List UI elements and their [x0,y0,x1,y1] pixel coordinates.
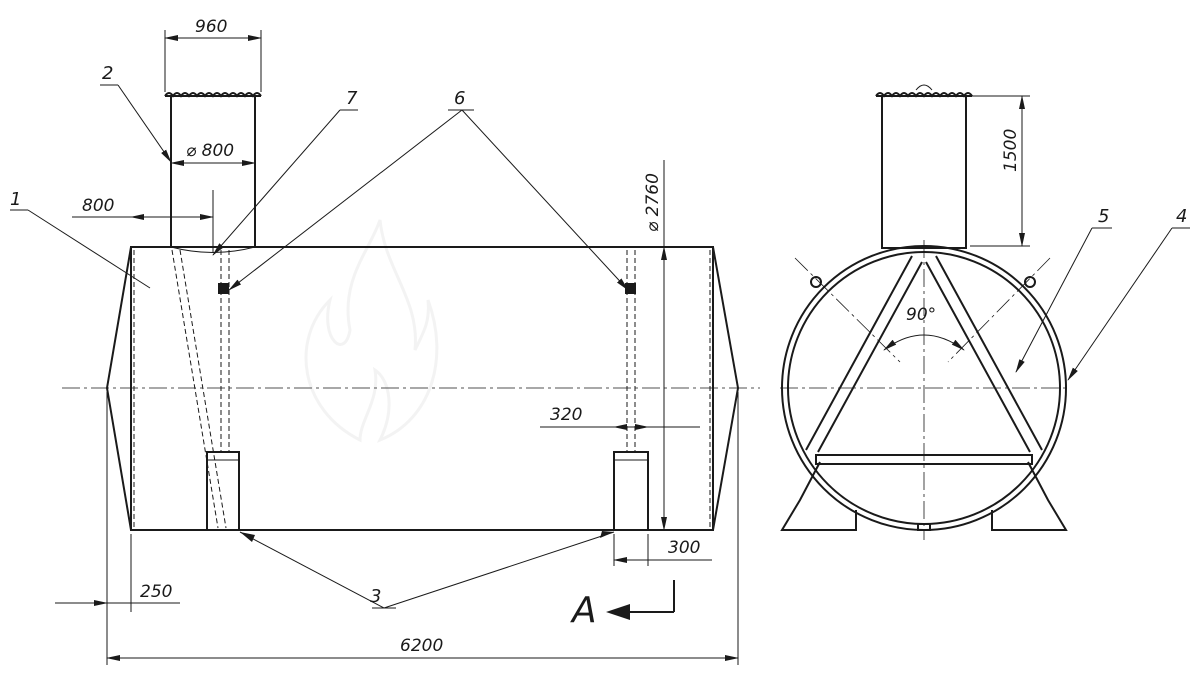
support-right [613,451,649,531]
dim-tank-diameter: ⌀ 2760 [643,173,663,232]
callout-7: 7 [346,88,358,109]
lifting-lug-left [218,283,229,294]
view-arrow-icon [606,580,675,620]
dim-hatch-height: 1500 [1001,129,1021,172]
dim-cone-length: 250 [140,582,172,602]
end-manhole-neck [881,95,967,249]
dim-support-offset: 300 [668,538,700,558]
right-cone-head [712,246,740,531]
flame-watermark-icon [304,219,439,443]
callout-1: 1 [10,189,21,210]
tank-side-view [62,92,760,531]
callout-3: 3 [370,586,381,607]
support-left [206,451,240,531]
left-cone-head [105,246,132,531]
end-view-dimensions: 1500 [970,95,1030,247]
end-lug-right [1024,276,1036,288]
end-support-right [991,461,1068,531]
tank-end-view: 90° [780,84,1070,540]
end-lug-left [810,276,822,288]
dim-hatch-diameter: ⌀ 800 [186,141,234,161]
callout-4: 4 [1176,206,1187,227]
callout-6: 6 [454,88,465,109]
lifting-lug-right [625,283,636,294]
end-struts [805,255,1043,465]
dim-hatch-width: 960 [195,17,227,37]
callout-5: 5 [1098,206,1109,227]
callout-2: 2 [102,63,113,84]
dim-strut-angle: 90° [906,305,936,325]
tank-shell [130,246,714,531]
dim-support-width: 320 [550,405,582,425]
end-support-left [780,461,857,531]
view-label: A [570,590,597,631]
dim-hatch-offset: 800 [82,196,114,216]
dim-overall-length: 6200 [400,636,443,656]
callouts: 1 2 7 6 3 5 4 [10,63,1190,609]
side-view-dimensions: 960 ⌀ 800 800 ⌀ 2760 320 300 250 [55,17,739,665]
